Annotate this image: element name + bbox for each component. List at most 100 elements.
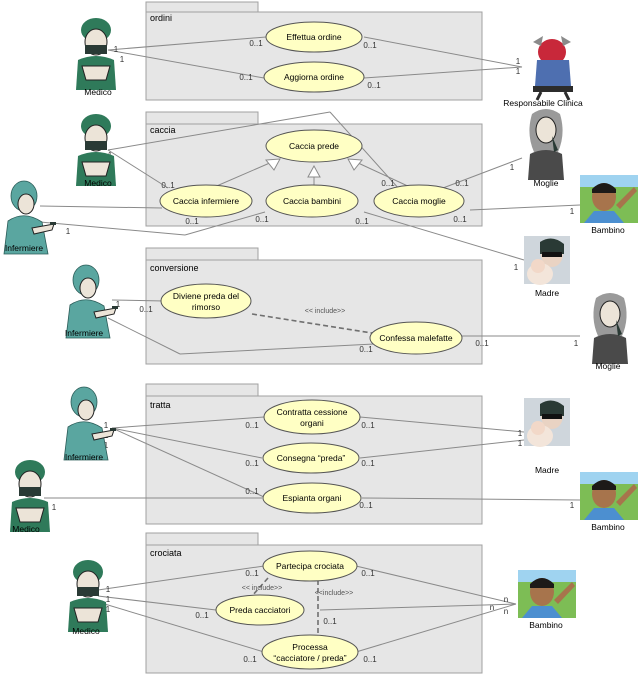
mult: 0..1 (323, 617, 337, 626)
mult: 1 (120, 55, 125, 64)
child-icon (518, 570, 576, 618)
actor-bambino-2-label: Bambino (591, 522, 625, 532)
usecase-espianta-organi-label: Espianta organi (282, 493, 341, 503)
actor-infermiere-1[interactable]: Infermiere (3, 180, 57, 255)
mult: 0..1 (185, 217, 199, 226)
mult: 0..1 (359, 345, 373, 354)
actor-medico-1[interactable]: Medico (75, 17, 117, 97)
multiplicities: 1 1 0..1 0..1 0..1 0..1 1 1 1 0..1 0..1 … (52, 39, 579, 664)
actor-medico-4[interactable]: Medico (67, 559, 109, 636)
actor-medico-3[interactable]: Medico (9, 459, 51, 534)
actor-medico-1-label: Medico (84, 87, 112, 97)
usecase-preda-cacciatori[interactable]: Preda cacciatori (215, 594, 305, 626)
actor-responsabile-clinica-label: Responsabile Clinica (503, 98, 583, 108)
mult: 0..1 (249, 39, 263, 48)
package-crociata-label: crociata (150, 548, 182, 558)
usecase-contratta-cessione[interactable]: Contratta cessione organi (263, 399, 361, 435)
actor-medico-2-label: Medico (84, 178, 112, 188)
mult: n (490, 603, 494, 612)
mult: 1 (570, 501, 575, 510)
mult: 1 (574, 339, 579, 348)
mult: 0..1 (139, 305, 153, 314)
actor-medico-2[interactable]: Medico (75, 113, 117, 188)
actor-infermiere-1-label: Infermiere (5, 243, 44, 253)
mult: 0..1 (161, 181, 175, 190)
actor-responsabile-clinica[interactable]: Responsabile Clinica (503, 34, 583, 108)
mult: 1 (518, 429, 523, 438)
actor-moglie-1[interactable]: Moglie (527, 108, 565, 188)
doctor-icon (9, 459, 51, 533)
mult: 0..1 (195, 611, 209, 620)
usecase-espianta-organi[interactable]: Espianta organi (262, 482, 362, 514)
actor-moglie-1-label: Moglie (533, 178, 558, 188)
mult: 1 (516, 57, 521, 66)
usecase-caccia-bambini[interactable]: Caccia bambini (265, 184, 359, 218)
actor-bambino-2[interactable]: Bambino (580, 472, 638, 532)
mult: 0..1 (367, 81, 381, 90)
mult: n (504, 607, 508, 616)
actor-bambino-3-label: Bambino (529, 620, 563, 630)
usecase-processa-label-2: “cacciatore / preda” (273, 653, 346, 663)
mult: 0..1 (361, 459, 375, 468)
actor-bambino-3[interactable]: Bambino (518, 570, 576, 630)
include-label-conversione: << include>> (305, 308, 345, 315)
mult: 0..1 (243, 655, 257, 664)
mult: 1 (514, 263, 519, 272)
mult: 0..1 (475, 339, 489, 348)
mult: 0..1 (245, 487, 259, 496)
child-icon (580, 175, 638, 223)
actor-bambino-1[interactable]: Bambino (580, 175, 638, 235)
usecase-caccia-moglie[interactable]: Caccia moglie (373, 184, 465, 218)
mult: 0..1 (359, 501, 373, 510)
mult: 1 (516, 67, 521, 76)
package-tratta-label: tratta (150, 400, 171, 410)
actor-infermiere-2[interactable]: Infermiere (65, 264, 119, 339)
woman-icon (591, 292, 629, 365)
usecase-caccia-prede[interactable]: Caccia prede (265, 129, 363, 163)
usecase-processa[interactable]: Processa “cacciatore / preda” (261, 634, 359, 670)
mult: 0..1 (361, 569, 375, 578)
mult: 1 (510, 163, 515, 172)
actor-infermiere-3[interactable]: Infermiere (63, 386, 117, 462)
mult: 1 (106, 605, 111, 614)
usecase-partecipa-crociata[interactable]: Partecipa crociata (262, 550, 358, 582)
usecase-processa-label-1: Processa (292, 642, 328, 652)
actor-madre-1[interactable]: Madre (524, 236, 570, 298)
actor-moglie-2-label: Moglie (595, 361, 620, 371)
mult: 0..1 (363, 655, 377, 664)
usecase-confessa-malefatte[interactable]: Confessa malefatte (369, 321, 463, 355)
usecase-caccia-prede-label: Caccia prede (289, 141, 339, 151)
mult: 0..1 (245, 421, 259, 430)
mult: 1 (570, 207, 575, 216)
usecase-diviene-preda[interactable]: Diviene preda del rimorso (160, 283, 252, 319)
mult: 1 (66, 227, 71, 236)
mult: 0..1 (453, 215, 467, 224)
usecase-consegna-preda[interactable]: Consegna “preda” (262, 442, 360, 474)
usecase-caccia-moglie-label: Caccia moglie (392, 196, 446, 206)
woman-icon (527, 108, 565, 181)
include-label-processa: <<include>> (315, 590, 354, 597)
actor-moglie-2[interactable]: Moglie (591, 292, 629, 371)
actor-infermiere-2-label: Infermiere (65, 328, 104, 338)
usecase-diviene-preda-label-1: Diviene preda del (173, 291, 239, 301)
actor-madre-2[interactable]: Madre (524, 398, 570, 475)
actor-madre-2-label: Madre (535, 465, 559, 475)
mult: 0..1 (455, 179, 469, 188)
mult: 1 (106, 595, 111, 604)
include-dependencies: << include>> << include>> <<include>> (242, 308, 379, 636)
mult: 1 (116, 300, 121, 309)
mult: 0..1 (239, 73, 253, 82)
mult: 1 (104, 421, 109, 430)
usecase-aggiorna-ordine-label: Aggiorna ordine (284, 72, 344, 82)
actor-bambino-1-label: Bambino (591, 225, 625, 235)
actor-madre-1-label: Madre (535, 288, 559, 298)
mult: 0..1 (363, 41, 377, 50)
usecase-aggiorna-ordine[interactable]: Aggiorna ordine (263, 61, 365, 93)
mult: 0..1 (355, 217, 369, 226)
usecase-effettua-ordine[interactable]: Effettua ordine (265, 21, 363, 53)
mother-icon (524, 398, 570, 447)
mult: 1 (518, 439, 523, 448)
usecase-consegna-preda-label: Consegna “preda” (277, 453, 346, 463)
usecase-confessa-malefatte-label: Confessa malefatte (379, 333, 453, 343)
usecase-caccia-infermiere[interactable]: Caccia infermiere (159, 184, 253, 218)
